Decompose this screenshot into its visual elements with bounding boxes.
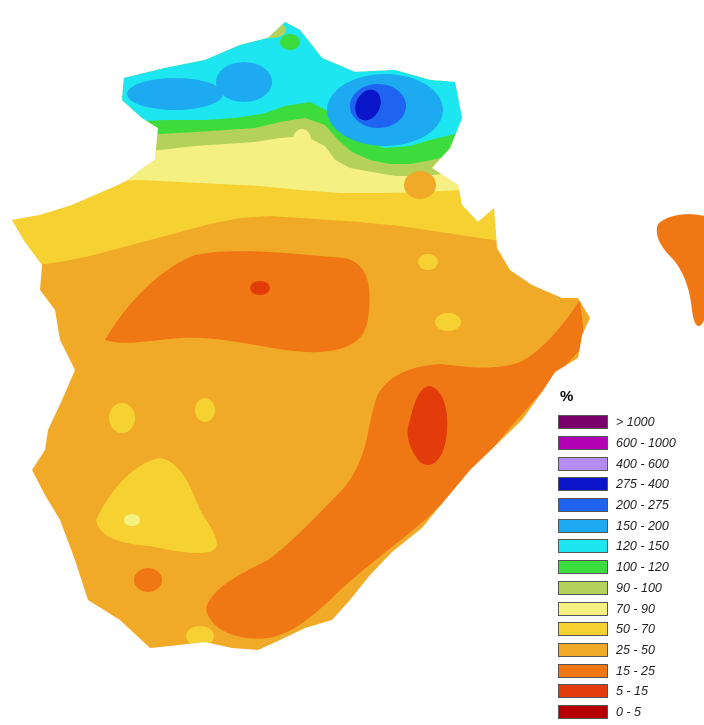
legend-swatch xyxy=(558,580,608,595)
legend-item: 400 - 600 xyxy=(558,453,704,474)
zone-150-200-central xyxy=(216,62,272,102)
legend-item: 50 - 70 xyxy=(558,619,704,640)
zone-150-200-west xyxy=(127,78,223,110)
legend-label: 50 - 70 xyxy=(616,622,655,637)
legend-swatch xyxy=(558,704,608,719)
legend-label: 5 - 15 xyxy=(616,684,648,699)
legend-label: 70 - 90 xyxy=(616,601,655,616)
legend-swatch xyxy=(558,684,608,699)
legend-label: > 1000 xyxy=(616,415,655,430)
zone-90-100-north-spot xyxy=(258,22,286,38)
legend-swatch xyxy=(558,539,608,554)
zone-15-25-south-spot xyxy=(134,568,162,592)
legend-item: 200 - 275 xyxy=(558,495,704,516)
zone-15-25-east xyxy=(206,300,585,639)
legend-item: 600 - 1000 xyxy=(558,433,704,454)
legend-label: 150 - 200 xyxy=(616,518,669,533)
legend-item: 70 - 90 xyxy=(558,598,704,619)
zone-50-70-southwest xyxy=(96,458,217,553)
legend-title: % xyxy=(560,388,574,405)
zone-50-70-west-spot xyxy=(109,403,135,433)
legend-label: 90 - 100 xyxy=(616,580,662,595)
legend-label: 15 - 25 xyxy=(616,663,655,678)
legend-label: 25 - 50 xyxy=(616,642,655,657)
zone-50-70-east-spot-1 xyxy=(418,254,438,270)
legend-item: 25 - 50 xyxy=(558,640,704,661)
zone-50-70-east-spot-2 xyxy=(435,313,461,331)
zone-100-120-north-spot xyxy=(280,34,300,50)
legend-label: 0 - 5 xyxy=(616,704,642,719)
legend-item: 100 - 120 xyxy=(558,557,704,578)
legend-swatch xyxy=(558,518,608,533)
legend-rows: > 1000 600 - 1000 400 - 600 275 - 400 200 - … xyxy=(558,412,704,722)
zone-25-50-northeast xyxy=(404,171,436,199)
legend-label: 200 - 275 xyxy=(616,498,669,513)
zone-275-400 xyxy=(355,89,381,121)
zone-5-15-central-spot xyxy=(250,281,270,295)
legend-item: 150 - 200 xyxy=(558,515,704,536)
legend-item: > 1000 xyxy=(558,412,704,433)
legend-swatch xyxy=(558,601,608,616)
zone-50-70-south-spot xyxy=(186,626,214,646)
legend-swatch xyxy=(558,498,608,513)
legend-item: 15 - 25 xyxy=(558,660,704,681)
legend-label: 275 - 400 xyxy=(616,477,669,492)
legend-swatch xyxy=(558,436,608,451)
legend-swatch xyxy=(558,415,608,430)
legend-label: 600 - 1000 xyxy=(616,436,676,451)
legend-item: 0 - 5 xyxy=(558,702,704,723)
legend-swatch xyxy=(558,642,608,657)
zone-50-70-central-spot xyxy=(195,398,215,422)
legend-item: 120 - 150 xyxy=(558,536,704,557)
legend-swatch xyxy=(558,477,608,492)
zone-5-15-east-spot xyxy=(407,386,448,466)
legend-label: 120 - 150 xyxy=(616,539,669,554)
zone-15-25-central xyxy=(105,251,370,353)
legend-item: 90 - 100 xyxy=(558,578,704,599)
legend: % > 1000 600 - 1000 400 - 600 275 - 400 200 … xyxy=(558,388,704,722)
legend-label: 400 - 600 xyxy=(616,456,669,471)
legend-swatch xyxy=(558,663,608,678)
neighbor-region-fragment xyxy=(656,214,704,326)
zone-70-90-southwest-spot xyxy=(124,514,140,526)
legend-swatch xyxy=(558,622,608,637)
legend-item: 5 - 15 xyxy=(558,681,704,702)
legend-swatch xyxy=(558,560,608,575)
legend-item: 275 - 400 xyxy=(558,474,704,495)
legend-label: 100 - 120 xyxy=(616,560,669,575)
legend-swatch xyxy=(558,456,608,471)
zone-70-90-spot xyxy=(293,129,311,151)
